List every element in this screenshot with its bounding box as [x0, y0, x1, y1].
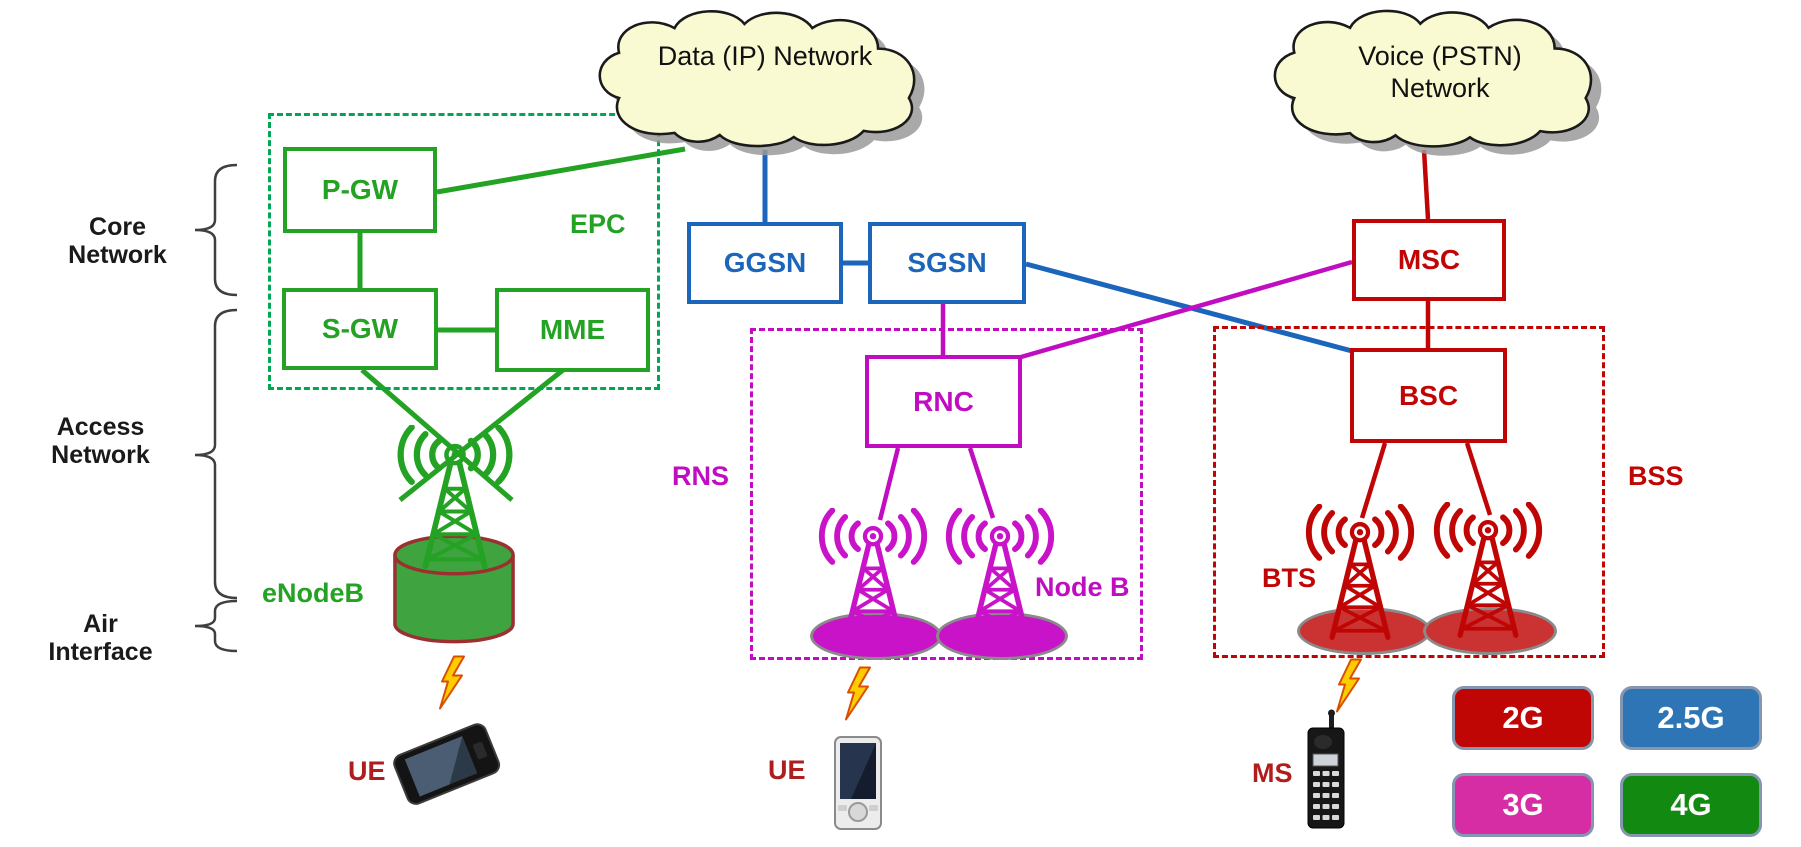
cloud-shape	[598, 10, 925, 156]
ue-3g-label: UE	[768, 755, 806, 785]
layer-label-access-network: Access Network	[51, 413, 150, 469]
enodeb-label: eNodeB	[262, 578, 365, 608]
legend-2g-chip: 2G	[1452, 686, 1594, 750]
cell-tower-icon	[375, 425, 535, 573]
voice-network-cloud-label: Voice (PSTN) Network	[1358, 41, 1522, 103]
cell-tower-icon	[1413, 502, 1563, 642]
ms-label: MS	[1252, 758, 1293, 788]
nodeb-label: Node B	[1035, 572, 1130, 602]
node-rnc: RNC	[865, 355, 1022, 448]
lightning-icon	[439, 655, 465, 710]
rns-group-box	[750, 328, 1143, 660]
legend-2-5g-chip: 2.5G	[1620, 686, 1762, 750]
lightning-icon	[845, 666, 871, 721]
brace-icon	[194, 163, 238, 653]
node-mme: MME	[495, 288, 650, 372]
bss-group-box	[1213, 326, 1605, 658]
layer-label-air-interface: Air Interface	[48, 610, 153, 666]
cell-tower-icon	[925, 508, 1075, 648]
node-bsc: BSC	[1350, 348, 1507, 443]
legend-4g-chip: 4G	[1620, 773, 1762, 837]
data-network-cloud-label: Data (IP) Network	[657, 41, 873, 71]
epc-label: EPC	[570, 209, 626, 239]
node-pgw: P-GW	[283, 147, 437, 233]
smartphone-icon	[393, 723, 501, 805]
node-ggsn: GGSN	[687, 222, 843, 304]
layer-label-core-network: Core Network	[68, 213, 167, 269]
node-msc: MSC	[1352, 219, 1506, 301]
bts-label: BTS	[1262, 563, 1316, 593]
legend-3g-chip: 3G	[1452, 773, 1594, 837]
rns-label: RNS	[672, 461, 730, 491]
node-sgw: S-GW	[282, 288, 438, 370]
epc-group-box	[268, 113, 660, 390]
ue-4g-label: UE	[348, 756, 386, 786]
lightning-icon	[1336, 658, 1362, 713]
node-sgsn: SGSN	[868, 222, 1026, 304]
bss-label: BSS	[1628, 461, 1684, 491]
brick-phone-icon	[1307, 709, 1345, 829]
feature-phone-icon	[834, 736, 882, 830]
